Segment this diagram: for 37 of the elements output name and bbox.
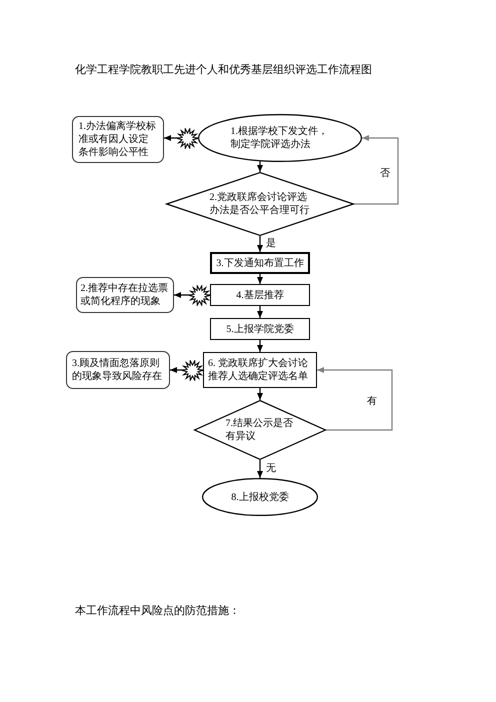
arrow [257, 161, 263, 172]
arrow [257, 274, 263, 284]
risk-text: 3.顾及情面忽落原则的现象导致风险存在 [72, 357, 163, 383]
edge-label: 是 [265, 238, 277, 250]
step-text: 1.根据学校下发文件，制定学院评选办法 [230, 125, 329, 151]
risk-note-box [72, 116, 164, 163]
step-text: 5.上报学院党委 [226, 322, 294, 336]
risk-text: 1.办法偏离学校标准或有因人设定条件影响公平性 [78, 120, 157, 159]
edge-label: 有 [366, 396, 378, 408]
risk-note-box [76, 277, 174, 313]
step-text: 6. 党政联席扩大会讨论推荐人选确定评选名单 [208, 357, 309, 383]
terminal-ellipse [198, 114, 362, 162]
feedback-arrow [317, 367, 393, 431]
process-box [203, 352, 317, 388]
edge-label: 无 [265, 463, 277, 475]
feedback-arrow [354, 135, 399, 205]
arrow [257, 460, 263, 478]
note-text: 本工作流程中风险点的防范措施： [75, 604, 240, 618]
process-box [210, 284, 310, 306]
arrow [257, 236, 263, 252]
step-text: 3.下发通知布置工作 [216, 256, 304, 270]
arrow [257, 340, 263, 352]
terminal-ellipse [202, 478, 318, 516]
risk-text: 2.推荐中存在拉选票或简化程序的现象 [80, 282, 169, 308]
decision-diamond [194, 400, 326, 460]
title: 化学工程学院教职工先进个人和优秀基层组织评选工作流程图 [75, 63, 372, 77]
step-text: 8.上报校党委 [231, 490, 289, 504]
arrow [257, 306, 263, 318]
arrow [257, 388, 263, 400]
step-text: 7.结果公示是否有异议 [226, 417, 294, 443]
step-text: 2.党政联席会讨论评选办法是否公平合理可行 [210, 191, 310, 217]
decision-diamond [166, 172, 354, 236]
edge-label: 否 [379, 168, 391, 180]
process-box [210, 318, 310, 340]
step-text: 4.基层推荐 [236, 288, 284, 302]
risk-note-box [66, 351, 170, 389]
process-box [210, 252, 310, 274]
